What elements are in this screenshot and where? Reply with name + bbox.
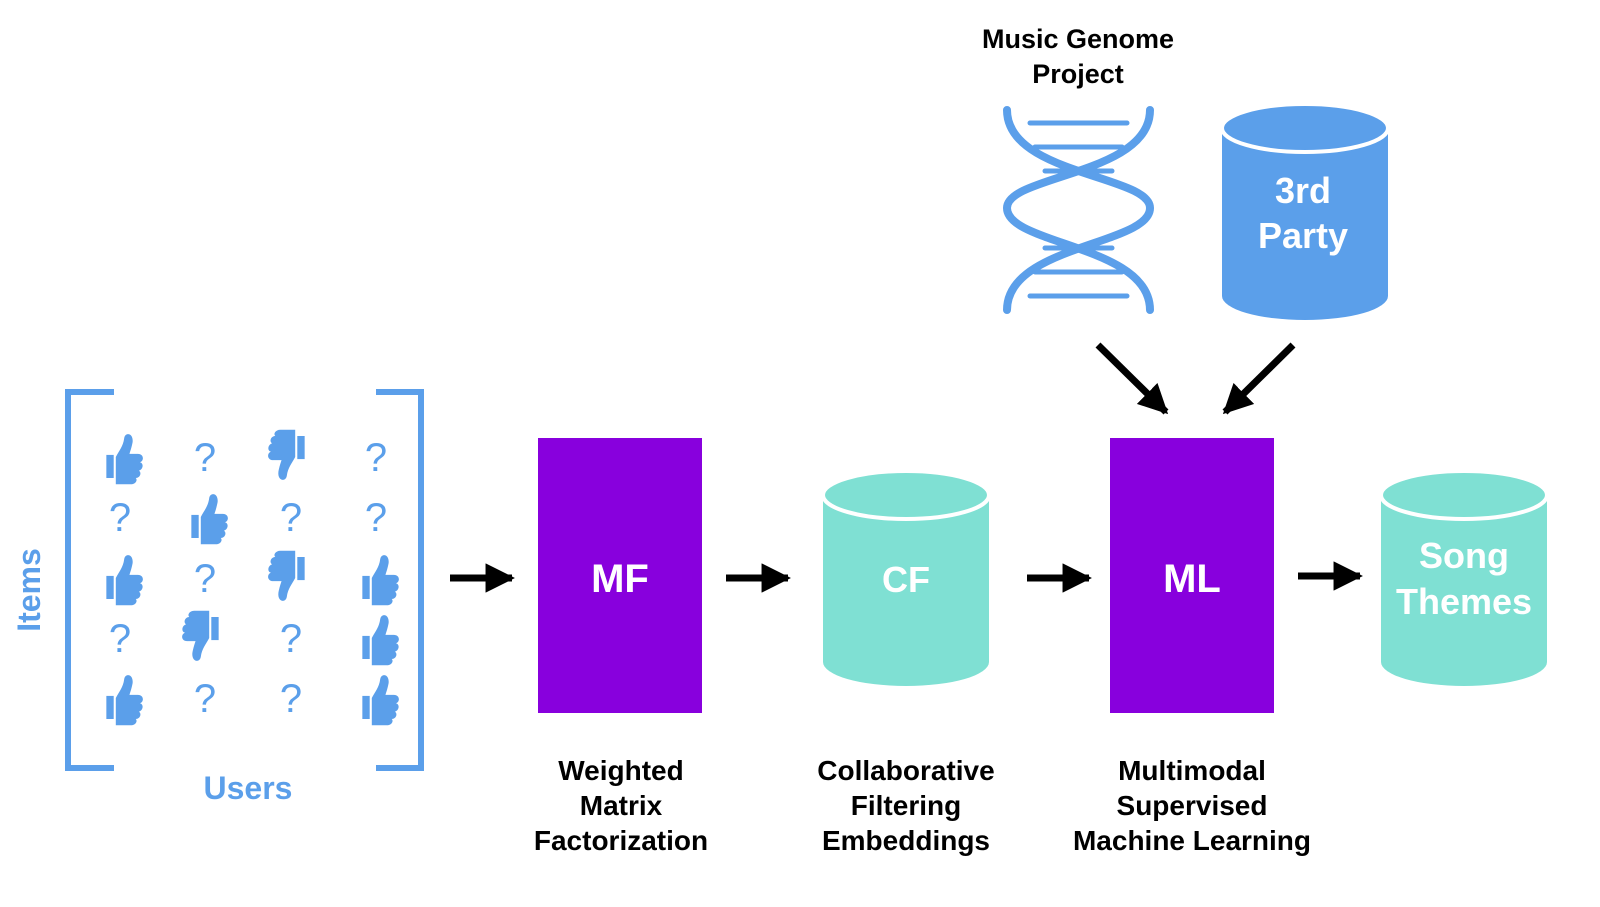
mf-label: MF [591,557,649,601]
cf-caption-line-2: Filtering [851,790,961,821]
song-themes-database: Song Themes [1379,469,1549,686]
thumbs-up-icon [191,494,228,545]
thumbs-up-icon [106,675,143,726]
question-mark: ? [365,496,387,540]
ml-caption-line-3: Machine Learning [1073,825,1311,856]
matrix-left-bracket [65,389,114,771]
third-party-label-line-2: Party [1258,215,1348,256]
question-mark: ? [109,496,131,540]
rating-matrix: ?????????? [106,429,399,726]
thumbs-up-icon [362,555,399,606]
arrow-thirdparty-to-ml [1222,342,1296,415]
thumbs-up-icon [362,615,399,666]
thumbs-down-icon [182,610,219,661]
question-mark: ? [365,436,387,480]
cf-caption-line-1: Collaborative [817,755,994,786]
thumbs-up-icon [106,555,143,606]
dna-icon [1002,106,1155,314]
question-mark: ? [194,436,216,480]
question-mark: ? [194,557,216,601]
question-mark: ? [280,677,302,721]
ml-box [1110,438,1274,713]
third-party-database: 3rd Party [1220,102,1390,320]
genome-title-line-2: Project [1032,59,1124,89]
thumbs-down-icon [268,429,305,480]
question-mark: ? [194,677,216,721]
genome-title-line-1: Music Genome [982,24,1174,54]
mf-caption-line-2: Matrix [580,790,663,821]
thumbs-up-icon [106,434,143,485]
cf-database: CF [821,469,991,686]
ml-caption-line-2: Supervised [1117,790,1268,821]
matrix-users-label: Users [204,770,293,806]
question-mark: ? [280,496,302,540]
song-themes-label-line-2: Themes [1396,581,1532,622]
mf-box [538,438,702,713]
thumbs-down-icon [268,550,305,601]
thumbs-up-icon [362,675,399,726]
cf-caption-line-3: Embeddings [822,825,990,856]
question-mark: ? [109,617,131,661]
mf-caption-line-3: Factorization [534,825,708,856]
matrix-items-label: Items [11,548,47,632]
question-mark: ? [280,617,302,661]
ml-label: ML [1163,557,1221,601]
third-party-label-line-1: 3rd [1275,170,1331,211]
arrow-genome-to-ml [1095,342,1169,415]
mf-caption-line-1: Weighted [558,755,683,786]
song-themes-label-line-1: Song [1419,535,1509,576]
cf-label: CF [882,559,930,600]
ml-caption-line-1: Multimodal [1118,755,1266,786]
matrix-right-bracket [376,389,424,771]
